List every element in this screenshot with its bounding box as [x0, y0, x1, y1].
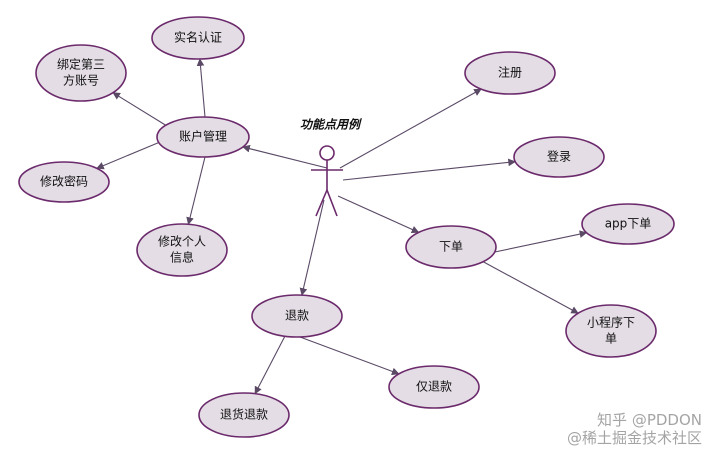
- use-case-label: 仅退款: [416, 380, 452, 394]
- use-case-label: 下单: [439, 240, 463, 254]
- use-case-label: 方账号: [63, 73, 99, 88]
- arrow-to-zhuce: [339, 88, 482, 169]
- use-case-ellipse: [35, 44, 127, 102]
- use-case-zhuce: 注册: [464, 51, 556, 95]
- arrow-to-tuikuan: [299, 199, 325, 296]
- arrow-to-mima: [96, 141, 161, 170]
- arrow-to-xiadan: [337, 195, 420, 234]
- use-case-label: 信息: [170, 250, 194, 265]
- use-case-ellipse: [405, 225, 497, 269]
- arrow-to-geren: [186, 156, 206, 226]
- use-case-appxiadan: app下单: [581, 203, 675, 245]
- use-case-jintui: 仅退款: [388, 365, 480, 409]
- use-case-denglu: 登录: [513, 136, 605, 178]
- use-case-label: 登录: [547, 149, 571, 164]
- use-case-label: 绑定第三: [57, 57, 105, 72]
- arrow-to-denglu: [342, 158, 517, 181]
- use-case-ellipse: [251, 294, 343, 338]
- use-case-tuikuan: 退款: [251, 294, 343, 338]
- use-case-ellipse: [18, 161, 110, 203]
- use-case-ellipse: [565, 304, 657, 358]
- watermark: 知乎 @PDDON @稀土掘金技术社区: [567, 411, 702, 447]
- arrow-to-zhanghu: [242, 144, 328, 169]
- use-case-ellipse: [151, 16, 245, 60]
- use-case-label: 修改密码: [40, 174, 88, 189]
- edges: [96, 58, 588, 395]
- watermark-line-2: @稀土掘金技术社区: [566, 429, 702, 447]
- actor-left-leg: [315, 189, 328, 217]
- use-case-xiadan: 下单: [405, 225, 497, 269]
- actor-figure: [311, 145, 343, 217]
- arrow-to-xcxxiadan: [479, 259, 579, 314]
- arrow-to-bangding: [112, 92, 168, 127]
- use-case-tuihuo: 退货退款: [198, 392, 290, 438]
- actor-head: [319, 145, 335, 161]
- use-case-label: 账户管理: [179, 129, 227, 144]
- use-case-label: 注册: [498, 65, 522, 80]
- use-case-label: 退款: [285, 309, 309, 323]
- use-case-ellipse: [581, 203, 675, 245]
- use-case-ellipse: [388, 365, 480, 409]
- use-case-label: 修改个人: [158, 234, 206, 249]
- use-case-label: 单: [605, 332, 617, 346]
- arrow-to-shiming: [196, 58, 206, 118]
- use-case-label: 实名认证: [174, 30, 222, 45]
- use-case-ellipse: [513, 136, 605, 178]
- arrow-to-tuihuo: [254, 335, 286, 395]
- actor-right-leg: [326, 189, 338, 217]
- use-case-label: 退货退款: [220, 407, 268, 422]
- use-case-mima: 修改密码: [18, 161, 110, 203]
- use-case-ellipse: [198, 392, 290, 438]
- use-case-ellipse: [156, 116, 250, 158]
- use-case-label: app下单: [605, 217, 652, 231]
- watermark-line-1: 知乎 @PDDON: [597, 411, 702, 429]
- diagram-title: 功能点用例: [300, 118, 362, 132]
- use-case-zhanghu: 账户管理: [156, 116, 250, 158]
- use-case-label: 小程序下: [587, 315, 635, 330]
- use-case-shiming: 实名认证: [151, 16, 245, 60]
- use-case-ellipse: [136, 223, 228, 277]
- arrow-to-appxiadan: [489, 230, 588, 254]
- arrow-to-jintui: [299, 336, 400, 376]
- use-case-ellipse: [464, 51, 556, 95]
